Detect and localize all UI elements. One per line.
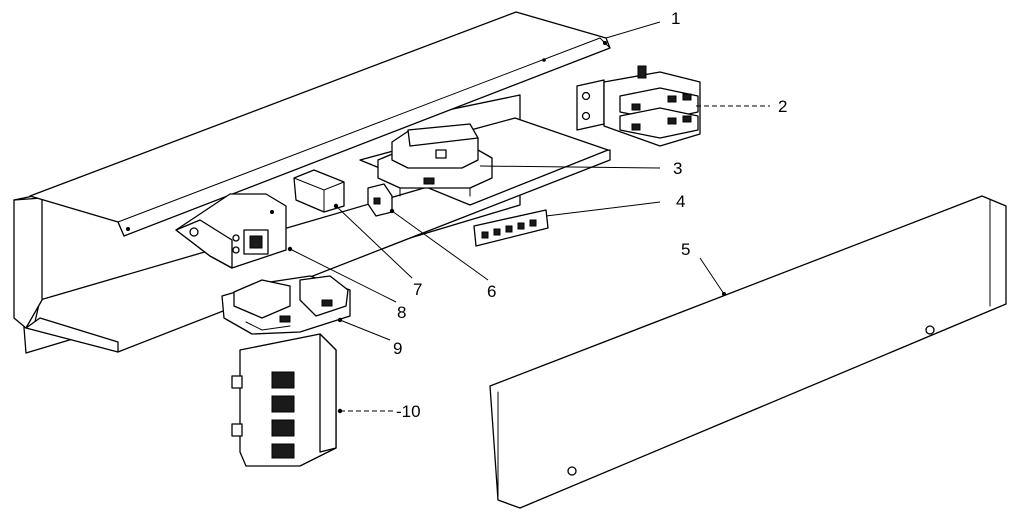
leader-4	[545, 201, 661, 217]
callout-2: 2	[778, 97, 787, 116]
terminal-strip	[473, 209, 549, 247]
terminal-contactor	[576, 65, 701, 147]
leader-6	[391, 210, 489, 281]
leader-3	[479, 165, 661, 169]
leader-8	[289, 248, 397, 303]
callout-7: 7	[413, 280, 422, 299]
heater-terminal-block	[231, 333, 343, 467]
leader-1	[605, 21, 661, 39]
leader-5	[699, 257, 725, 295]
callout-10: -10	[396, 402, 421, 421]
small-relay	[367, 183, 395, 217]
callout-1: 1	[671, 9, 680, 28]
time-delay-control	[175, 193, 293, 269]
callout-5: 5	[681, 240, 690, 259]
switch-bracket	[221, 275, 351, 335]
callout-8: 8	[397, 303, 406, 322]
callout-9: 9	[393, 339, 402, 358]
leader-7	[335, 205, 413, 279]
leader-lines	[289, 21, 770, 412]
callout-4: 4	[676, 192, 685, 211]
leader-9	[339, 319, 391, 341]
capacitor	[293, 169, 345, 213]
callout-labels: 1 2 3 4 5 6 7 8 9 -10	[393, 9, 787, 421]
callout-6: 6	[487, 282, 496, 301]
callout-3: 3	[673, 159, 682, 178]
cover-panel	[489, 195, 1007, 509]
transformer	[377, 123, 493, 197]
